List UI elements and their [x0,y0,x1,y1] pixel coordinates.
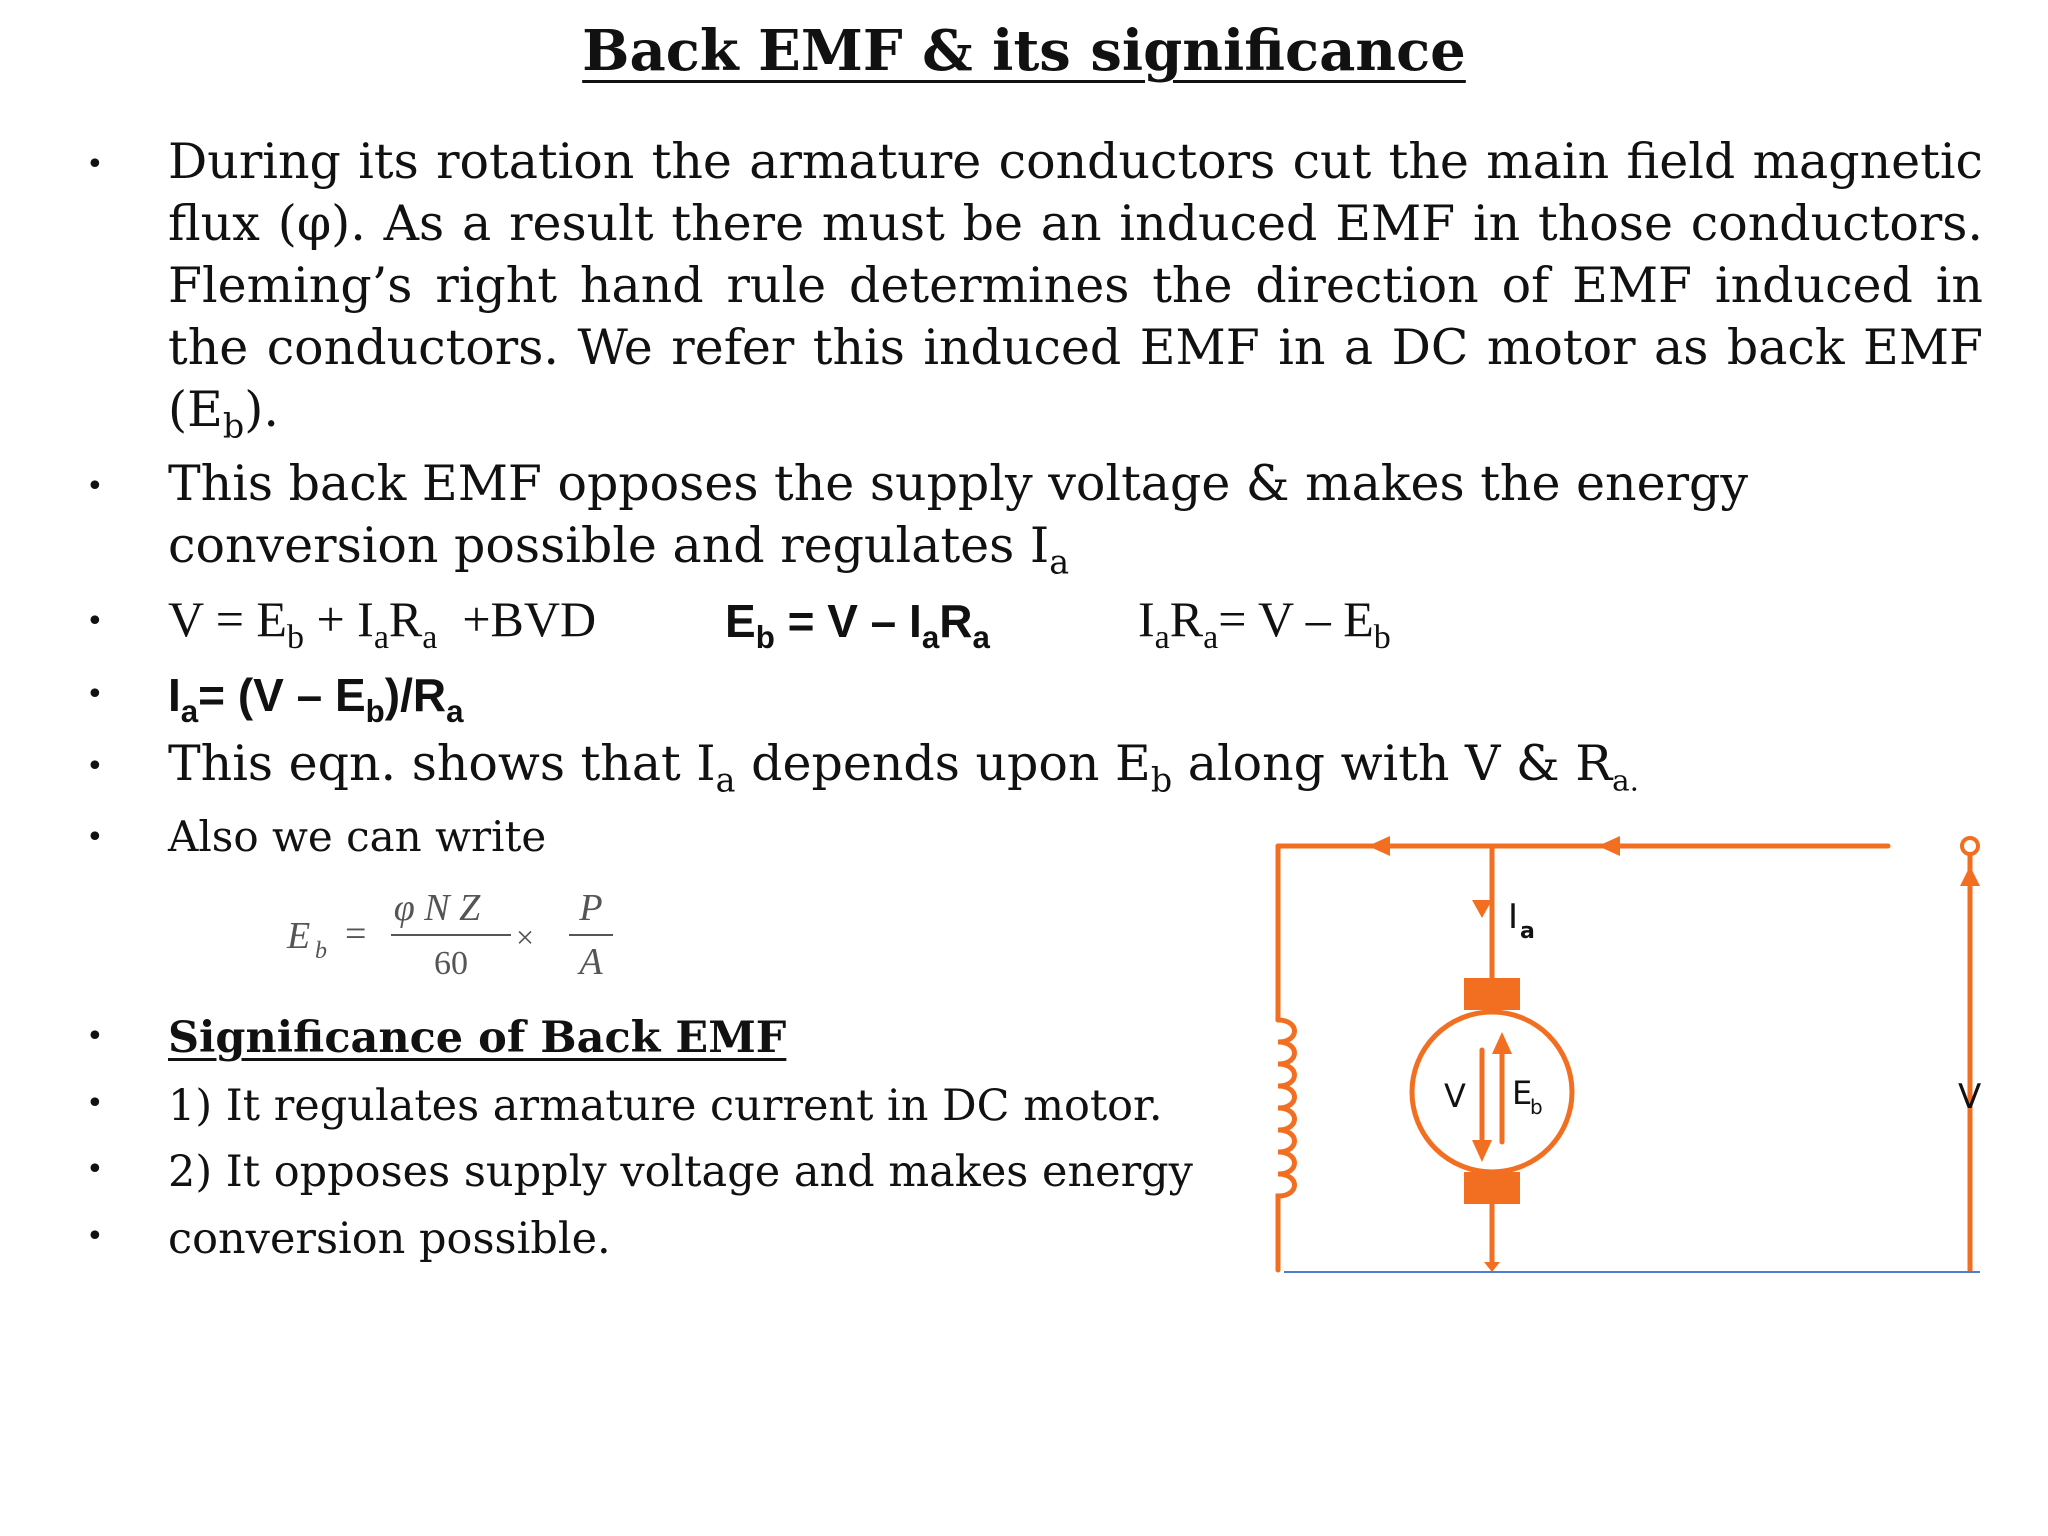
arrow-down-icon [1484,1262,1500,1272]
equation-armature-current: Ia= (V – Eb)/Ra [168,669,464,729]
bullet-marker: • [86,147,104,182]
eb-label: E [1512,1074,1532,1112]
bullet-marker: • [86,820,104,855]
ia-sub: a [1520,919,1535,944]
significance-heading: Significance of Back EMF [168,1013,787,1063]
arrow-left-icon [1368,836,1390,856]
paragraph-also: Also we can write [168,812,547,861]
paragraph-depends: This eqn. shows that Ia depends upon Eb … [168,735,1639,800]
paragraph-opposes-line1: This back EMF opposes the supply voltage… [168,455,1749,512]
eb-sub: b [1530,1095,1543,1119]
paragraph-opposes-line2: conversion possible and regulates Ia [168,517,1070,582]
armature-circle [1409,1009,1575,1175]
significance-item: conversion possible. [168,1214,611,1264]
bullet-marker: • [86,677,104,712]
bullet-marker: • [86,469,104,504]
terminal-icon [1960,836,1980,856]
significance-item: 1) It regulates armature current in DC m… [168,1081,1163,1131]
arrow-up-icon [1960,866,1980,886]
formula-denominator-1: 60 [434,945,468,982]
formula-equals: = [345,913,366,955]
formula-lhs: E [286,915,310,957]
formula-times: × [516,919,534,955]
arrow-left-icon [1598,836,1620,856]
equation-drop: IaRa= V – Eb [1138,591,1391,656]
significance-item: 2) It opposes supply voltage and makes e… [168,1147,1193,1197]
ia-label: I [1508,897,1518,937]
supply-v-label: V [1958,1077,1981,1117]
bullet-marker: • [86,1019,104,1054]
bullet-marker: • [86,604,104,639]
shunt-coil-icon [1275,1017,1297,1218]
bullet-marker: • [86,749,104,784]
page-title: Back EMF & its significance [582,18,1466,84]
brush-bottom [1464,1172,1520,1204]
arrow-down-icon [1472,1140,1492,1162]
dc-shunt-motor-circuit: I a R sh V E b V [1275,836,1981,1273]
bullet-marker: • [86,1219,104,1254]
paragraph-rotation: During its rotation the armature conduct… [168,133,1983,446]
brush-top [1464,978,1520,1010]
equation-back-emf: Eb = V – IaRa [725,595,990,655]
formula-numerator-2: P [578,887,602,929]
bullet-marker: • [86,1152,104,1187]
bullet-marker: • [86,1086,104,1121]
formula-numerator-1: φ N Z [394,887,481,929]
formula-denominator-2: A [576,941,603,983]
arrow-down-icon [1472,900,1492,918]
formula-lhs-sub: b [315,938,327,964]
arrow-up-icon [1492,1032,1512,1054]
back-emf-formula: E b = φ N Z 60 × P A [286,887,613,983]
motor-v-label: V [1444,1077,1466,1115]
equation-voltage: V = Eb + IaRa +BVD [168,591,597,656]
